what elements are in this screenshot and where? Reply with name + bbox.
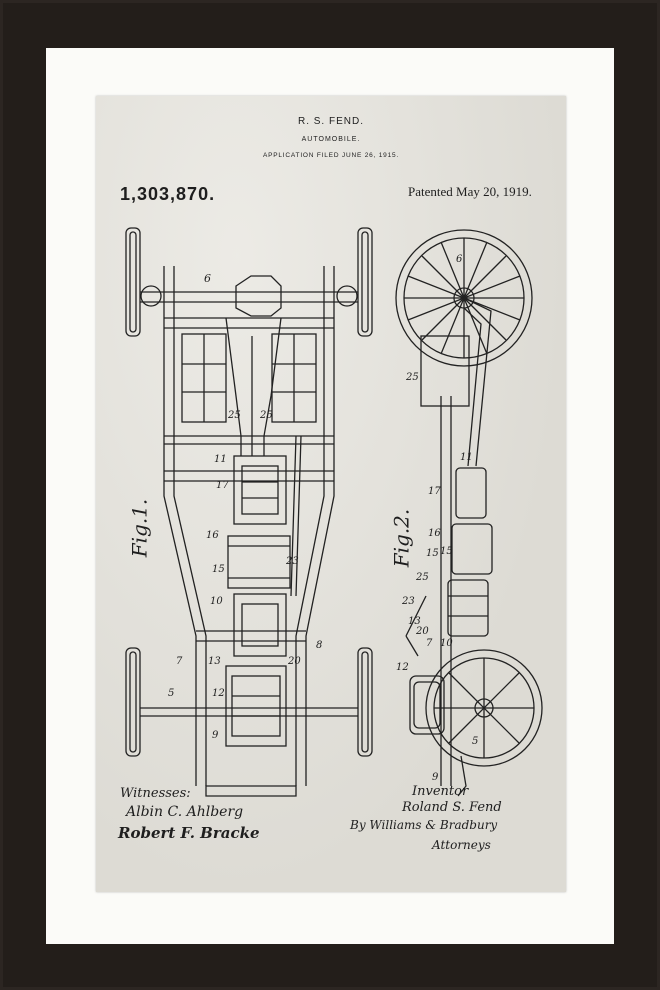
patent-title: AUTOMOBILE. (301, 136, 361, 143)
inventor-header: R. S. FEND. (297, 116, 364, 127)
ref-numeral: 13 (208, 656, 221, 667)
patent-sheet: R. S. FEND. AUTOMOBILE. APPLICATION FILE… (96, 96, 566, 892)
ref-numeral: 17 (428, 486, 441, 497)
ref-numeral: 9 (212, 730, 219, 741)
ref-numeral: 11 (460, 452, 473, 463)
attorneys-label: Attorneys (432, 838, 491, 852)
ref-numeral: 15 (426, 548, 439, 559)
witnesses-label: Witnesses: (120, 786, 191, 801)
witness-signature-1: Albin C. Ahlberg (126, 804, 244, 820)
fig1-label: Fig.1. (127, 498, 152, 558)
patented-date: Patented May 20, 1919. (408, 184, 532, 199)
ref-numeral: 10 (210, 596, 223, 607)
ref-numeral: 12 (212, 688, 225, 699)
ref-numeral: 20 (288, 656, 301, 667)
ref-numeral: 9 (432, 772, 439, 783)
ref-numeral: 16 (428, 528, 441, 539)
witness-signature-2: Robert F. Bracke (118, 824, 260, 842)
patent-drawing (125, 227, 543, 797)
ref-numeral: 7 (176, 656, 183, 667)
ref-numeral: 6 (456, 254, 463, 265)
application-filed-date: APPLICATION FILED JUNE 26, 1915. (262, 152, 400, 159)
ref-numeral: 25 (228, 410, 241, 421)
ref-numeral: 12 (396, 662, 409, 673)
ref-numeral: 17 (216, 480, 229, 491)
ref-numeral: 16 (206, 530, 219, 541)
inventor-signature: Roland S. Fend (402, 800, 502, 815)
attorneys-signature: By Williams & Bradbury (350, 818, 498, 832)
ref-numeral: 25 (416, 572, 429, 583)
ref-numeral: 20 (416, 626, 429, 637)
ref-numeral: 25 (260, 410, 273, 421)
ref-numeral: 5 (168, 688, 175, 699)
ref-numeral: 5 (472, 736, 479, 747)
ref-numeral: 10 (440, 638, 453, 649)
ref-numeral: 7 (426, 638, 433, 649)
fig1-chassis-drawing (125, 227, 373, 797)
ref-numeral: 25 (406, 372, 419, 383)
patent-number: 1,303,870. (120, 184, 216, 204)
ref-numeral: 8 (316, 640, 323, 651)
inventor-label: Inventor (412, 784, 469, 799)
ref-numeral: 23 (286, 556, 299, 567)
ref-numeral: 11 (214, 454, 227, 465)
ref-numeral: 15 (212, 564, 225, 575)
fig2-side-drawing (395, 229, 543, 797)
ref-numeral: 15 (440, 546, 453, 557)
ref-numeral: 13 (408, 616, 421, 627)
ref-numeral: 23 (402, 596, 415, 607)
ref-numeral: 6 (204, 272, 211, 285)
fig2-label: Fig.2. (389, 508, 414, 568)
